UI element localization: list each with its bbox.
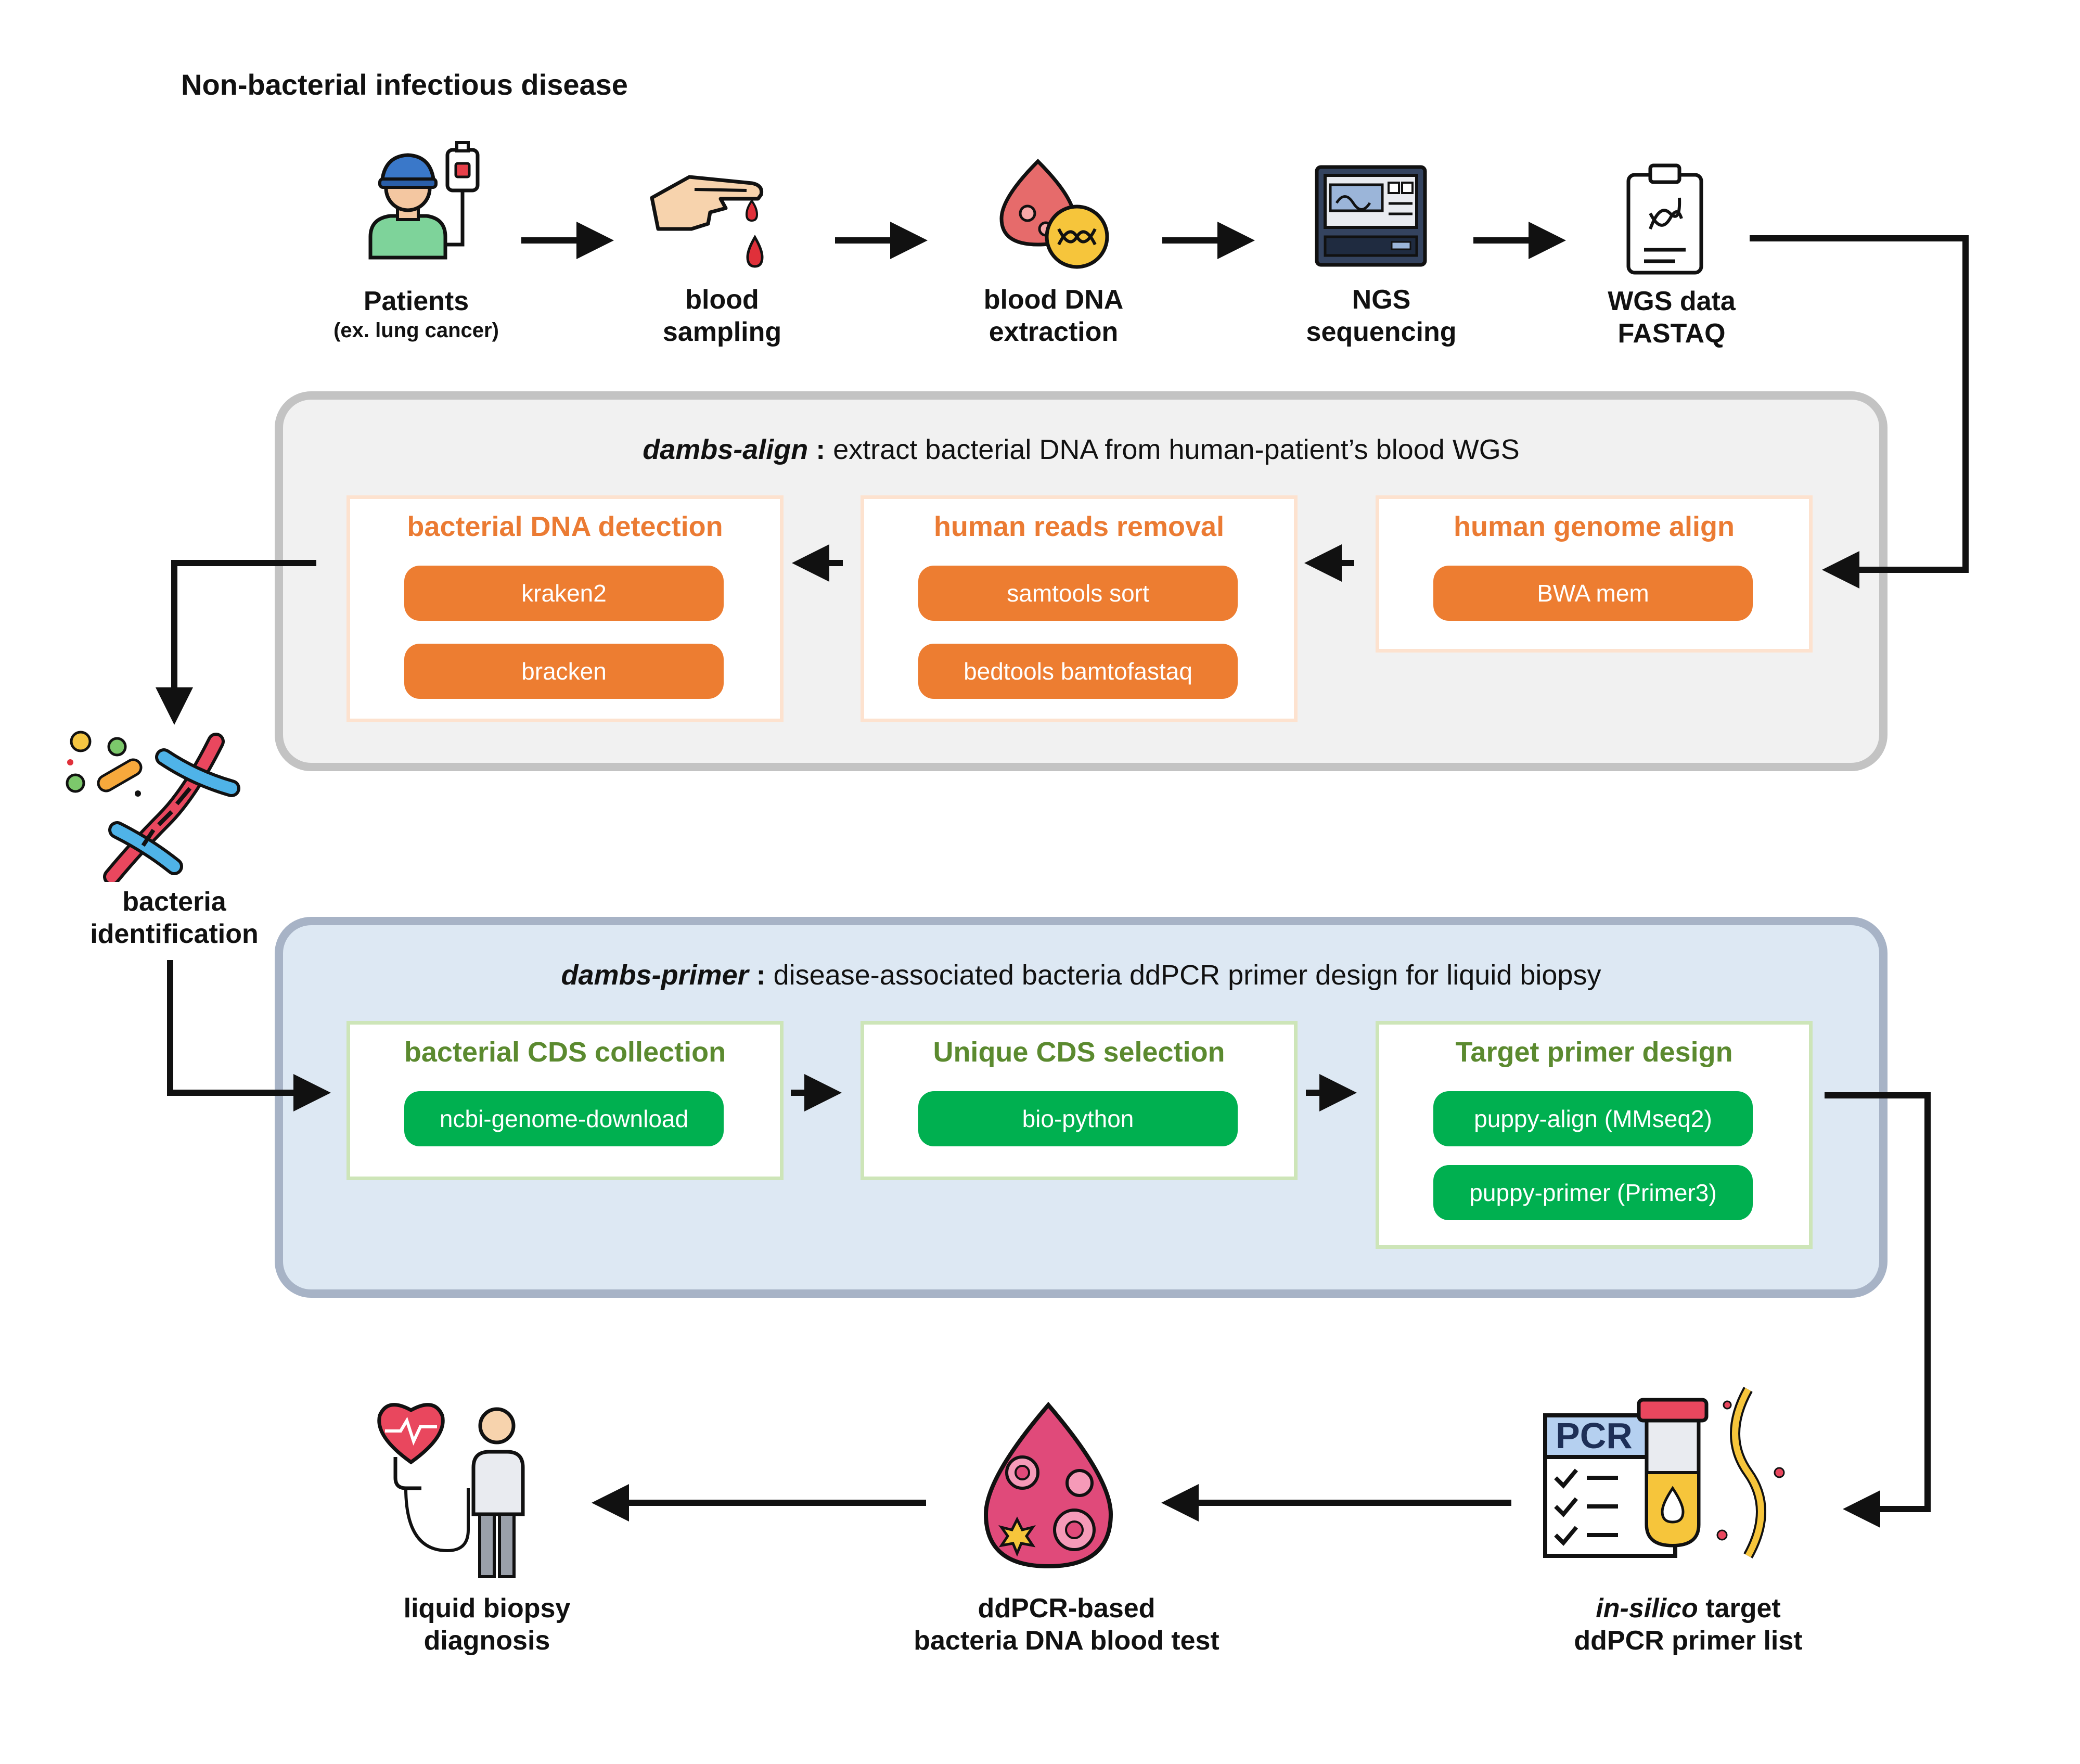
human-genome-align-box: human genome align BWA mem (1376, 495, 1813, 653)
blood-dna-label-1: blood DNA (983, 285, 1124, 315)
step-label-patients: Patients (ex. lung cancer) (333, 285, 499, 343)
dambs-align-name: dambs-align (643, 434, 808, 465)
puppy-primer-tool: puppy-primer (Primer3) (1433, 1165, 1753, 1220)
unique-cds-selection-box: Unique CDS selection bio-python (861, 1021, 1298, 1180)
blood-dna-icon (999, 159, 1109, 269)
diagnosis-icon (377, 1403, 525, 1578)
dambs-primer-desc: disease-associated bacteria ddPCR primer… (773, 960, 1601, 991)
step-label-blood-dna: blood DNA extraction (984, 284, 1124, 348)
step-label-blood-sampling: blood sampling (663, 284, 781, 348)
bacterial-dna-detection-title: bacterial DNA detection (407, 511, 723, 542)
bio-python-tool: bio-python (918, 1091, 1238, 1146)
patients-label: Patients (363, 286, 469, 316)
dambs-align-sep: : (808, 434, 833, 465)
ngs-label-1: NGS (1352, 285, 1411, 315)
puppy-align-tool: puppy-align (MMseq2) (1433, 1091, 1753, 1146)
step-label-bacteria: bacteria identification (90, 886, 259, 950)
blood-drop-icon (983, 1401, 1113, 1569)
arrow-wgs-to-align (1750, 235, 1969, 589)
wgs-label-2: FASTAQ (1617, 318, 1726, 349)
samtools-sort-tool: samtools sort (918, 566, 1238, 621)
pcr-text: PCR (1556, 1415, 1633, 1456)
wgs-label-1: WGS data (1608, 286, 1736, 316)
arrow-detection-to-bacteria (156, 560, 316, 725)
pcr-icon: PCR (1543, 1387, 1785, 1558)
blood-test-label-2: bacteria DNA blood test (914, 1626, 1219, 1656)
bacteria-dna-icon (66, 731, 240, 882)
dambs-align-title: dambs-align : extract bacterial DNA from… (283, 433, 1879, 466)
blood-sampling-label-2: sampling (662, 317, 782, 347)
unique-cds-selection-title: Unique CDS selection (933, 1037, 1225, 1068)
step-label-ngs: NGS sequencing (1306, 284, 1457, 348)
diagnosis-label-2: diagnosis (423, 1626, 550, 1656)
arrow-bacteria-to-cds (167, 960, 331, 1111)
patient-icon (368, 141, 480, 260)
bedtools-bamtofastaq-tool: bedtools bamtofastaq (918, 644, 1238, 699)
dambs-align-desc: extract bacterial DNA from human-patient… (833, 434, 1520, 465)
step-label-primer-list: in-silico target ddPCR primer list (1574, 1592, 1802, 1657)
blood-test-label-1: ddPCR-based (978, 1593, 1155, 1624)
sequencer-icon (1315, 165, 1427, 267)
primer-list-label-2: ddPCR primer list (1574, 1626, 1803, 1656)
bacteria-label-1: bacteria (122, 887, 226, 917)
target-primer-design-box: Target primer design puppy-align (MMseq2… (1376, 1021, 1813, 1249)
primer-list-italic: in-silico (1596, 1593, 1698, 1624)
step-label-wgs: WGS data FASTAQ (1608, 285, 1736, 350)
dambs-primer-title: dambs-primer : disease-associated bacter… (283, 959, 1879, 991)
primer-list-label-rest: target (1698, 1593, 1781, 1624)
target-primer-design-title: Target primer design (1455, 1037, 1733, 1068)
kraken2-tool: kraken2 (404, 566, 724, 621)
dambs-primer-sep: : (748, 960, 774, 991)
human-genome-align-title: human genome align (1453, 511, 1735, 542)
step-label-diagnosis: liquid biopsy diagnosis (404, 1592, 571, 1657)
bacteria-label-2: identification (90, 919, 259, 949)
blood-sampling-icon (650, 175, 764, 268)
ncbi-genome-download-tool: ncbi-genome-download (404, 1091, 724, 1146)
bracken-tool: bracken (404, 644, 724, 699)
step-label-blood-test: ddPCR-based bacteria DNA blood test (914, 1592, 1219, 1657)
bacterial-dna-detection-box: bacterial DNA detection kraken2 bracken (346, 495, 784, 722)
dambs-primer-name: dambs-primer (561, 960, 749, 991)
blood-dna-label-2: extraction (988, 317, 1119, 347)
ngs-label-2: sequencing (1306, 317, 1457, 347)
bwa-mem-tool: BWA mem (1433, 566, 1753, 621)
clipboard-dna-icon (1626, 163, 1703, 275)
patients-sub-label: (ex. lung cancer) (333, 319, 499, 342)
arrow-target-to-pcr (1825, 1092, 1931, 1528)
bacterial-cds-collection-box: bacterial CDS collection ncbi-genome-dow… (346, 1021, 784, 1180)
diagram-title: Non-bacterial infectious disease (181, 68, 628, 101)
bacterial-cds-collection-title: bacterial CDS collection (404, 1037, 726, 1068)
blood-sampling-label-1: blood (685, 285, 759, 315)
diagnosis-label-1: liquid biopsy (403, 1593, 571, 1624)
human-reads-removal-box: human reads removal samtools sort bedtoo… (861, 495, 1298, 722)
human-reads-removal-title: human reads removal (933, 511, 1225, 542)
